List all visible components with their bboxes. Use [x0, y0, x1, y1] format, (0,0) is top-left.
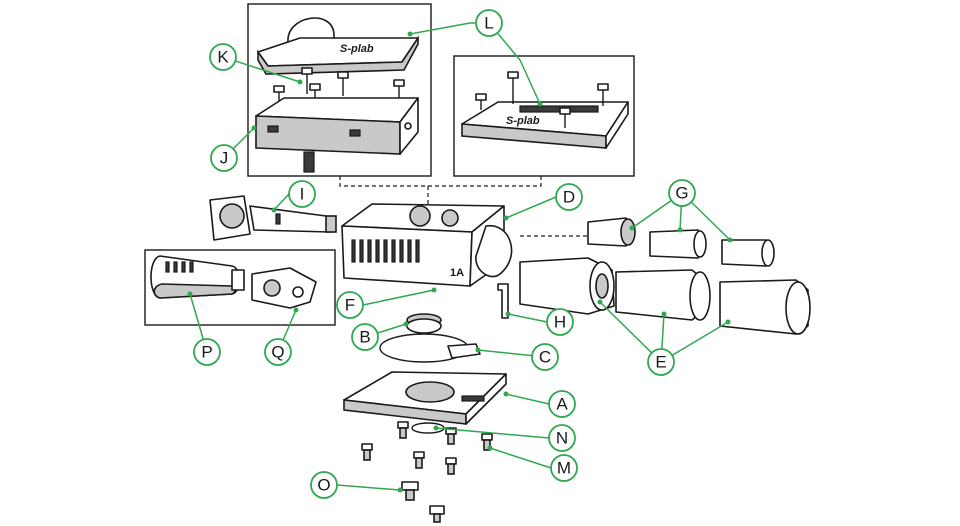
filter-threaded-end: [231, 269, 245, 291]
inset-left-assembly: [150, 255, 317, 309]
callout-E: E: [647, 348, 675, 376]
svg-text:M: M: [557, 459, 571, 478]
inset-right-assembly: S-plab: [461, 71, 629, 149]
inset-connector-dashed: [339, 176, 542, 187]
callout-A: A: [548, 390, 576, 418]
leader-lines: [187, 22, 733, 493]
main-housing-D: 1A: [341, 203, 513, 287]
svg-text:Q: Q: [271, 343, 284, 362]
callout-K: K: [209, 43, 237, 71]
svg-text:B: B: [359, 328, 370, 347]
svg-text:K: K: [217, 48, 229, 67]
screws-O: [401, 481, 445, 523]
svg-text:J: J: [220, 149, 229, 168]
base-housing-front: [255, 115, 401, 155]
svg-text:F: F: [345, 296, 355, 315]
callout-O: O: [310, 471, 338, 499]
inset-frame-left: [144, 249, 336, 326]
callout-C: C: [531, 343, 559, 371]
svg-text:O: O: [317, 476, 330, 495]
callout-L: L: [475, 9, 503, 37]
svg-text:A: A: [556, 395, 568, 414]
svg-text:I: I: [300, 185, 305, 204]
svg-text:E: E: [655, 353, 666, 372]
cartridges-G: [587, 217, 775, 267]
cover-plate-side: [257, 35, 419, 75]
callout-P: P: [193, 338, 221, 366]
clip-H: [497, 283, 509, 319]
callout-M: M: [550, 454, 578, 482]
cartridges-E: [519, 257, 811, 335]
inset-top-assembly: S-plab: [255, 17, 419, 173]
callout-Q: Q: [264, 338, 292, 366]
svg-text:D: D: [563, 188, 575, 207]
svg-text:L: L: [484, 14, 493, 33]
callout-J: J: [210, 144, 238, 172]
callout-H: H: [546, 308, 574, 336]
housing-imprint: 1A: [450, 267, 464, 279]
callout-B: B: [351, 323, 379, 351]
callout-F: F: [336, 291, 364, 319]
callout-I: I: [288, 180, 316, 208]
svg-text:N: N: [556, 429, 568, 448]
callout-N: N: [548, 424, 576, 452]
inset-frame-right: [453, 55, 635, 177]
latch-C: [447, 343, 481, 359]
base-plate-A: [343, 371, 507, 425]
svg-text:C: C: [539, 348, 551, 367]
seal-B: [406, 313, 442, 334]
callout-G: G: [668, 179, 696, 207]
svg-text:H: H: [554, 313, 566, 332]
base-housing-stem: [303, 151, 315, 173]
svg-text:G: G: [675, 184, 688, 203]
callout-D: D: [555, 183, 583, 211]
svg-text:P: P: [201, 343, 212, 362]
plate-brand-imprint: S-plab: [506, 115, 540, 127]
connector-I: [209, 195, 337, 241]
screws-M: [361, 421, 493, 475]
connector-fitting-left: [251, 267, 317, 309]
cover-brand-imprint: S-plab: [340, 43, 374, 55]
